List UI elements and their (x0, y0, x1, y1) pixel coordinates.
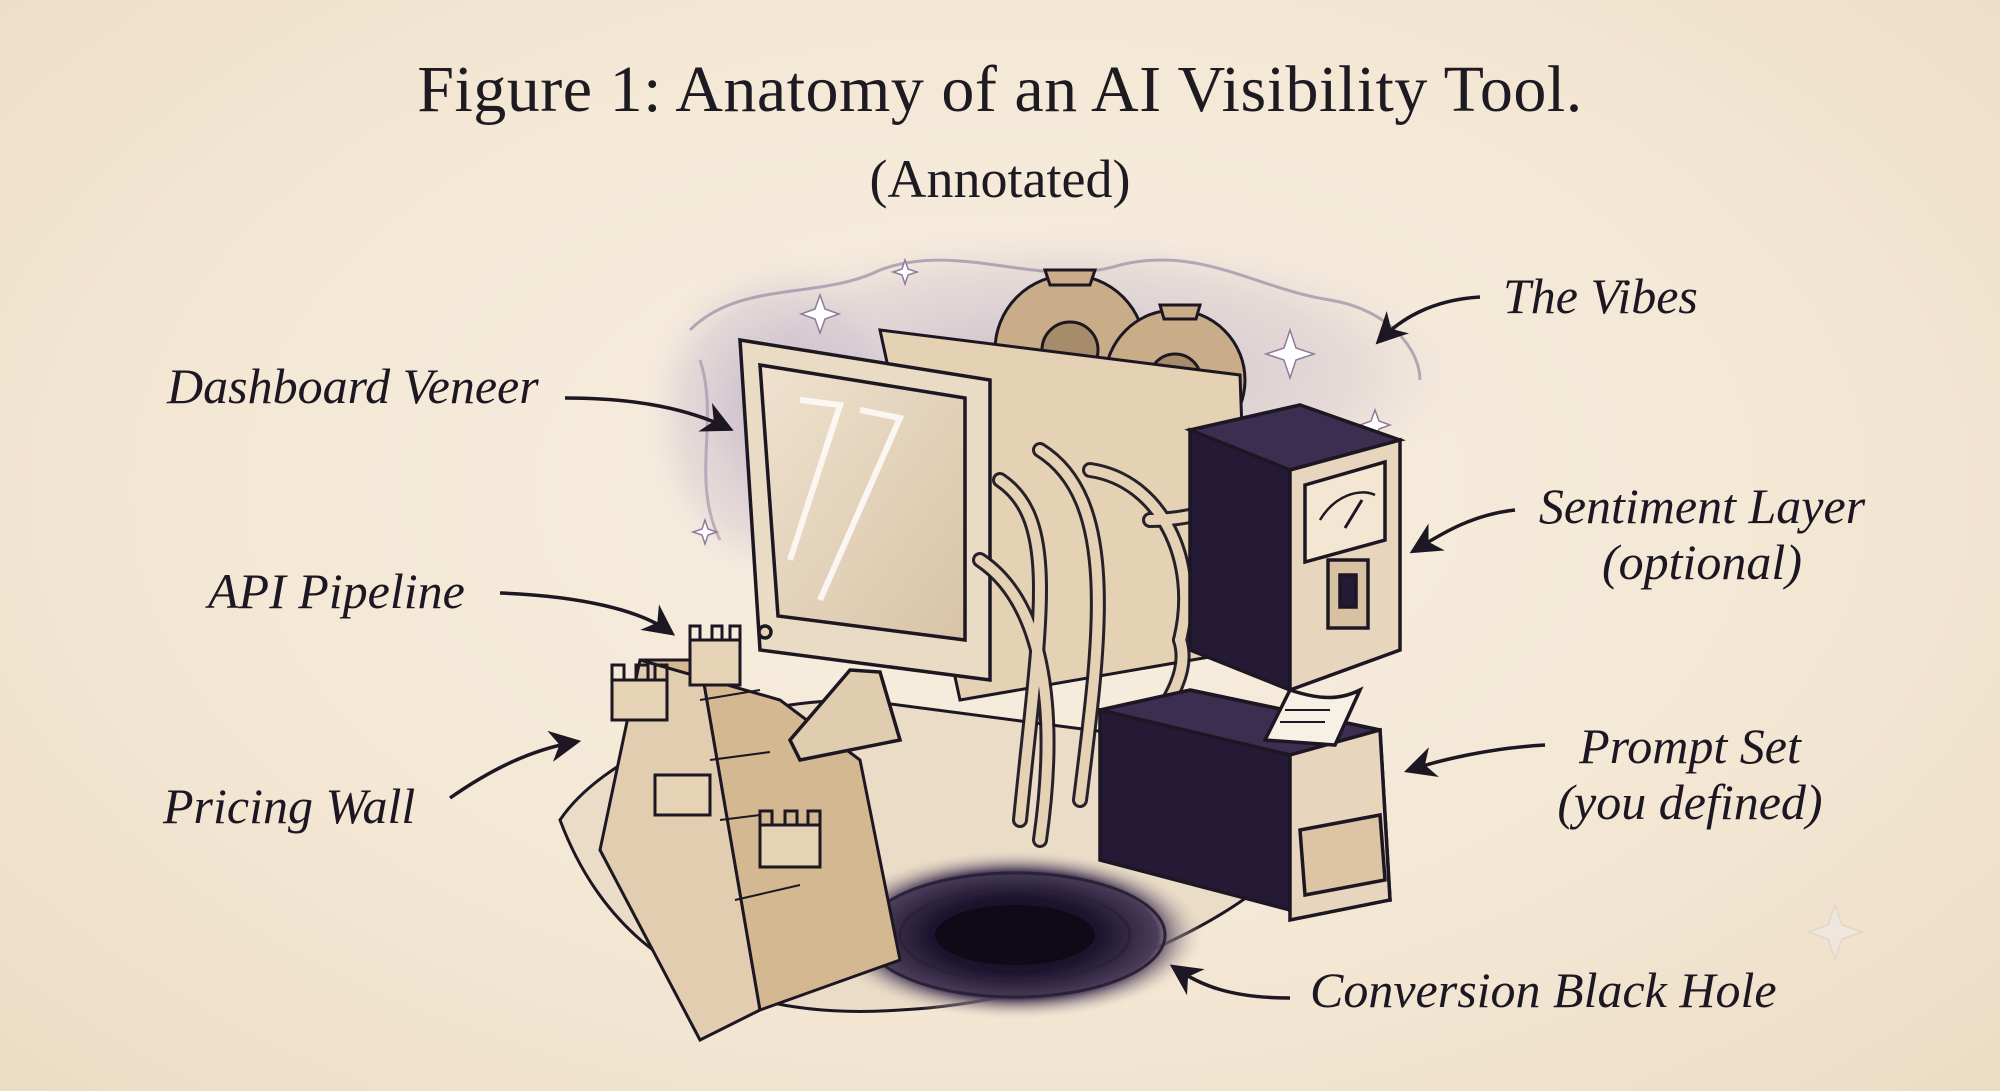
arrow-dashboard (564, 396, 734, 432)
arrow-sentiment (1409, 508, 1516, 554)
label-the-vibes: The Vibes (1503, 268, 1698, 324)
arrow-pricing (448, 730, 582, 800)
label-sentiment-line2: (optional) (1602, 534, 1802, 590)
sentiment-box (1184, 403, 1406, 693)
label-pricing-wall: Pricing Wall (163, 778, 416, 834)
label-prompt-set: Prompt Set (you defined) (1540, 718, 1840, 830)
monitor (738, 337, 992, 762)
prompt-printer (1098, 686, 1392, 923)
arrow-blackhole (1169, 964, 1291, 1000)
label-conversion-black-hole: Conversion Black Hole (1310, 962, 1777, 1018)
arrow-vibes (1375, 295, 1481, 345)
label-prompt-line2: (you defined) (1557, 774, 1823, 830)
label-sentiment-line1: Sentiment Layer (1538, 478, 1866, 534)
figure-title: Figure 1: Anatomy of an AI Visibility To… (417, 53, 1583, 126)
label-api-pipeline: API Pipeline (208, 563, 465, 619)
arrow-prompt (1404, 743, 1546, 777)
label-sentiment-layer: Sentiment Layer (optional) (1522, 478, 1882, 590)
annotation-arrows (448, 295, 1546, 1000)
arrow-api (499, 591, 676, 636)
label-prompt-line1: Prompt Set (1579, 718, 1801, 774)
sparkles (690, 257, 1865, 962)
label-dashboard-veneer: Dashboard Veneer (167, 358, 539, 414)
figure-subtitle: (Annotated) (869, 149, 1131, 209)
black-hole (825, 850, 1205, 1020)
